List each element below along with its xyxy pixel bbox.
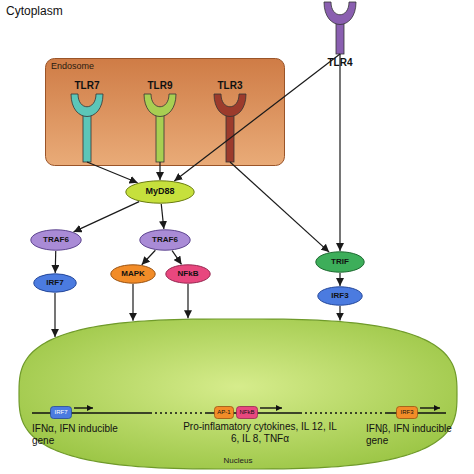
dna-line — [386, 412, 446, 414]
gene-label: Pro-inflamatory cytokines, IL 12, IL 6, … — [178, 421, 342, 445]
nucleus-region: Nucleus IRF7 AP-1NFkB IRF3 — [18, 318, 458, 470]
promoter-marker: IRF7 — [50, 406, 72, 419]
ellipse-shape — [318, 287, 362, 305]
shape-outline — [138, 80, 182, 162]
receptor-cup — [144, 94, 176, 117]
node-label: NFkB — [236, 406, 258, 419]
transcription-arrow — [420, 407, 440, 408]
adaptor-ellipse: MyD88 — [125, 180, 195, 204]
node-label: Nucleus — [18, 457, 458, 466]
ellipse-shape — [126, 181, 194, 203]
receptor-cup — [214, 94, 246, 117]
marker-shape — [51, 407, 72, 419]
dna-line — [206, 412, 300, 414]
transcription-factor-ellipse: NFkB — [165, 264, 211, 284]
dna-line-dotted — [300, 412, 386, 414]
endosomal-receptor: TLR3 — [208, 80, 252, 162]
signal-arrow — [174, 54, 340, 181]
signal-ellipse: TRAF6 — [139, 229, 191, 251]
membrane-receptor: TLR4 — [310, 0, 370, 68]
signal-ellipse: TRAF6 — [30, 229, 82, 251]
signal-arrow — [74, 202, 140, 232]
ellipse-shape — [31, 230, 81, 250]
node-label: TLR7 — [55, 80, 119, 91]
transcription-factor-ellipse: IRF3 — [317, 286, 363, 306]
receptor-stem — [83, 110, 91, 162]
shape-outline — [18, 318, 458, 470]
promoter-marker: AP-1 — [214, 406, 234, 419]
node-label: IRF3 — [317, 286, 363, 306]
endosomal-receptor: TLR9 — [138, 80, 182, 162]
receptor-cup — [71, 94, 103, 117]
node-label: TRIF — [315, 251, 365, 273]
signal-arrow — [339, 273, 340, 286]
signal-arrow — [187, 284, 188, 318]
node-label: TLR4 — [300, 57, 380, 68]
ellipse-shape — [140, 230, 190, 250]
receptor-stem — [156, 110, 164, 162]
promoter-marker: IRF3 — [396, 406, 418, 419]
shape-outline — [65, 80, 109, 162]
receptor-stem — [226, 110, 234, 162]
shape-outline — [208, 80, 252, 162]
dna-line — [32, 412, 150, 414]
signal-arrow — [230, 162, 329, 252]
marker-shape — [237, 407, 258, 419]
node-label: TRAF6 — [139, 229, 191, 251]
adaptor-ellipse: TRIF — [315, 251, 365, 273]
node-label: AP-1 — [214, 406, 234, 419]
promoter-marker: NFkB — [236, 406, 258, 419]
signal-arrow — [87, 162, 138, 183]
signal-arrow — [159, 162, 160, 180]
endosome-compartment: EndosomeTLR7 TLR9 TLR3 — [45, 58, 285, 166]
signal-arrow — [142, 250, 156, 265]
node-label: TRAF6 — [30, 229, 82, 251]
node-label: MAPK — [110, 264, 156, 284]
node-label: IRF7 — [50, 406, 72, 419]
ellipse-shape — [316, 252, 364, 272]
signal-arrow — [172, 251, 181, 265]
signal-arrow — [339, 306, 340, 321]
node-label: IRF3 — [396, 406, 418, 419]
signal-arrow — [132, 284, 133, 321]
node-label: TLR9 — [128, 80, 192, 91]
ellipse-shape — [111, 265, 155, 283]
node-label: TLR3 — [198, 80, 262, 91]
kinase-ellipse: MAPK — [110, 264, 156, 284]
signal-arrow — [54, 293, 55, 337]
gene-label: IFNβ, IFN inducible gene — [366, 423, 452, 447]
signal-arrow — [339, 54, 340, 251]
nucleus-shape — [19, 319, 457, 469]
signal-arrow — [55, 251, 57, 273]
endosomal-receptor: TLR7 — [65, 80, 109, 162]
dna-line-dotted — [150, 412, 206, 414]
marker-shape — [215, 407, 234, 419]
region-label: Cytoplasm — [6, 4, 126, 18]
ellipse-shape — [166, 265, 210, 283]
gene-label: IFNα, IFN inducible gene — [32, 423, 120, 447]
receptor-cup — [324, 2, 356, 25]
signal-arrow — [161, 204, 164, 229]
node-label: Endosome — [51, 62, 94, 72]
transcription-factor-ellipse: IRF7 — [33, 273, 77, 293]
endosome-shape — [46, 59, 285, 166]
node-label: MyD88 — [125, 180, 195, 204]
transcription-arrow — [260, 407, 282, 408]
ellipse-shape — [34, 274, 76, 292]
transcription-arrow — [74, 407, 93, 408]
node-label: NFkB — [165, 264, 211, 284]
node-label: IRF7 — [33, 273, 77, 293]
marker-shape — [397, 407, 418, 419]
